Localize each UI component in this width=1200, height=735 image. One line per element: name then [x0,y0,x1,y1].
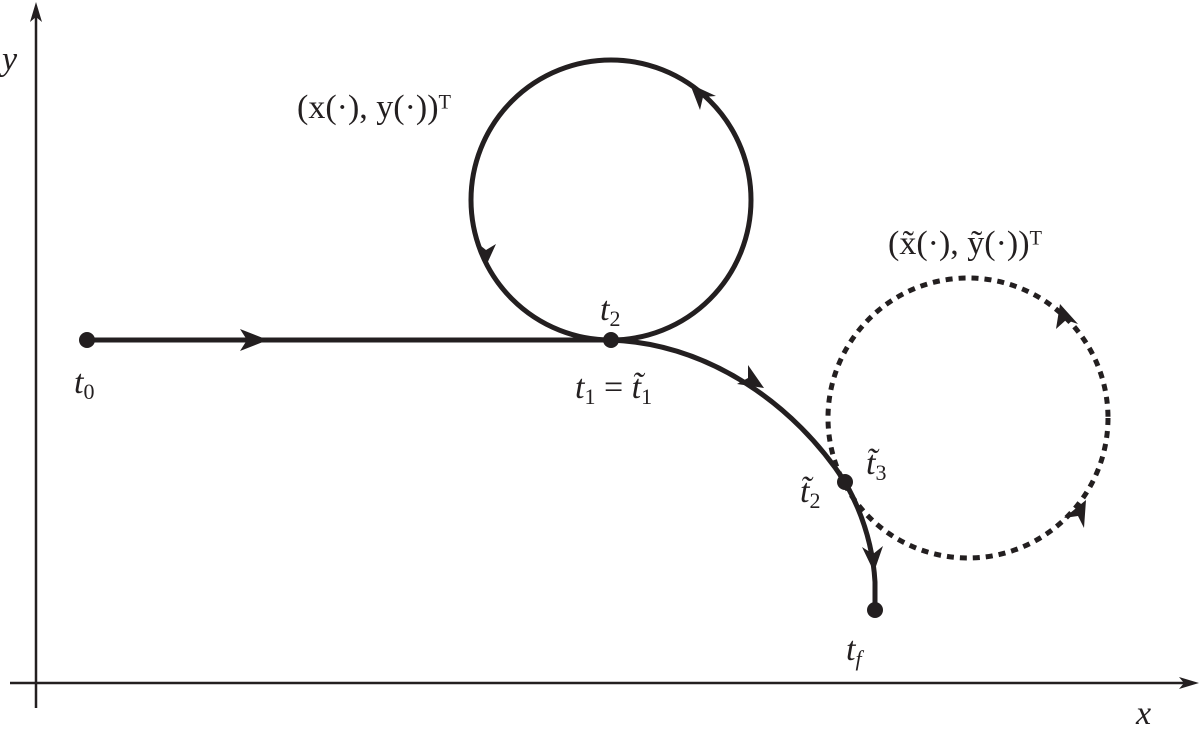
point-t1 [603,332,619,348]
point-t0 [79,332,95,348]
direction-arrow-icon [862,546,883,572]
direction-arrow-icon [737,365,764,388]
nominal-loop [468,57,754,343]
label-tf: tf [846,631,864,671]
label-t2: t2 [600,291,620,331]
label-t0: t0 [74,364,94,404]
point-tf [867,602,883,618]
perturbed-loop [825,275,1111,561]
loop-arrow-icon [476,242,496,266]
loop-arrow-icon [1064,500,1086,528]
curved-segment [610,337,878,608]
loop-arrow-icon [1056,304,1078,329]
label-t3-tilde: t̃3 [866,445,886,485]
y-axis-label: y [0,41,18,78]
loop-arrow-icon [690,84,716,110]
label-t1: t1 = t̃1 [575,369,652,409]
label-t2-tilde: t̃2 [800,473,820,513]
x-axis [10,677,1199,689]
perturbed-curve-label: (x̃(·), ỹ(·))ᵀ [888,225,1043,262]
y-axis-arrow-icon [30,2,42,22]
nominal-curve-label: (x(·), y(·))ᵀ [297,89,452,126]
y-axis [30,2,42,708]
point-t2-tilde [837,474,853,490]
direction-arrow-icon [240,329,268,351]
x-axis-arrow-icon [1179,677,1199,689]
x-axis-label: x [1135,695,1151,732]
